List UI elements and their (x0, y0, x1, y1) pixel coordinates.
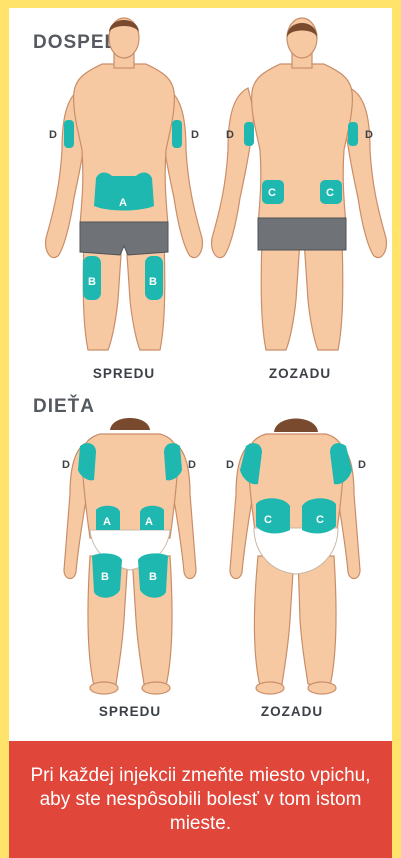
adult-back-label: ZOZADU (225, 366, 375, 381)
adult-front-figure: A B B D D (46, 18, 203, 350)
child-back-zone-c-left-label: C (264, 514, 272, 526)
adult-front-zone-d-left (64, 120, 74, 148)
child-back-label: ZOZADU (217, 704, 367, 719)
adult-back-zone-d-left (244, 122, 254, 146)
child-front-left-foot (90, 682, 118, 694)
child-back-zone-d-left-label: D (226, 459, 234, 471)
child-back-left-foot (256, 682, 284, 694)
child-front-label: SPREDU (55, 704, 205, 719)
adult-back-left-leg (261, 240, 300, 350)
adult-back-zone-c-left-label: C (268, 187, 276, 199)
adult-front-zone-d-right-label: D (191, 129, 199, 141)
adult-front-zone-d-right (172, 120, 182, 148)
adult-front-zone-b-right-label: B (149, 276, 157, 288)
child-back-zone-c-left (256, 498, 290, 533)
adult-back-right-leg (304, 240, 343, 350)
child-front-zone-a-left-label: A (103, 516, 111, 528)
child-front-zone-d-left-label: D (62, 459, 70, 471)
adult-back-zone-d-right-label: D (365, 129, 373, 141)
child-back-zone-c-right-label: C (316, 514, 324, 526)
child-front-right-foot (142, 682, 170, 694)
child-back-right-foot (308, 682, 336, 694)
child-back-figure: C C D D (226, 419, 366, 695)
child-front-zone-a-right-label: A (145, 516, 153, 528)
child-front-zone-d-right-label: D (188, 459, 196, 471)
adult-front-zone-a-label: A (119, 197, 127, 209)
adult-back-left-arm (212, 88, 254, 258)
child-back-zone-d-right-label: D (358, 459, 366, 471)
child-back-right-leg (298, 556, 336, 686)
adult-front-label: SPREDU (49, 366, 199, 381)
child-front-zone-b-right-label: B (149, 571, 157, 583)
adult-back-zone-d-left-label: D (226, 129, 234, 141)
child-back-left-leg (254, 556, 294, 686)
adult-back-zone-c-right-label: C (326, 187, 334, 199)
child-front-figure: A A B B D D (62, 418, 196, 694)
adult-front-zone-b-left-label: B (88, 276, 96, 288)
notice-text: Pri každej injekcii zmeňte miesto vpichu… (26, 764, 376, 836)
notice-banner: Pri každej injekcii zmeňte miesto vpichu… (9, 741, 392, 858)
adult-back-zone-d-right (348, 122, 358, 146)
adult-back-shorts (258, 218, 346, 250)
adult-front-zone-d-left-label: D (49, 129, 57, 141)
adult-front-shorts (80, 222, 168, 255)
adult-back-figure: C C D D (212, 18, 387, 350)
child-front-zone-b-left-label: B (101, 571, 109, 583)
